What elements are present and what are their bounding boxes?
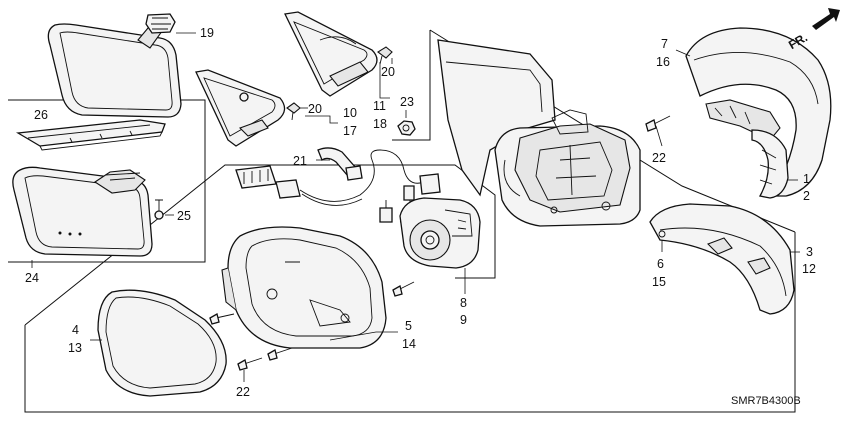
callout-24: 24 (25, 271, 39, 285)
part-wire-harness (235, 147, 441, 223)
callout-10: 10 (343, 106, 357, 120)
callout-16: 16 (656, 55, 670, 69)
part-cover-strip (751, 129, 789, 199)
part-nut (397, 120, 416, 136)
callout-7: 7 (661, 37, 668, 51)
callout-25: 25 (177, 209, 191, 223)
callout-22b: 22 (236, 385, 250, 399)
part-actuator (399, 197, 481, 269)
callout-17: 17 (343, 124, 357, 138)
catalog-code: SMR7B4300B (731, 395, 801, 407)
callout-4: 4 (72, 323, 79, 337)
part-screws (209, 115, 671, 371)
part-mirror-holder (221, 226, 387, 349)
callout-23: 23 (400, 95, 414, 109)
callout-1: 1 (803, 172, 810, 186)
callout-3: 3 (806, 245, 813, 259)
direction-arrow-icon (812, 8, 840, 30)
callout-20a: 20 (381, 65, 395, 79)
callout-5: 5 (405, 319, 412, 333)
callout-26: 26 (34, 108, 48, 122)
callout-15: 15 (652, 275, 666, 289)
part-lower-cover (649, 203, 795, 315)
part-rearview-mirror-top (47, 13, 182, 118)
callout-21: 21 (293, 154, 307, 168)
callout-13: 13 (68, 341, 82, 355)
callout-18: 18 (373, 117, 387, 131)
callout-22a: 22 (652, 151, 666, 165)
frame-housing-link (392, 30, 431, 141)
part-upper-cover (685, 27, 832, 197)
part-cover-bar (15, 119, 166, 151)
part-clips-20 (286, 46, 393, 121)
part-corner-garnish-large (284, 11, 378, 97)
part-mirror-housing (437, 39, 641, 227)
part-rearview-mirror-lower (12, 166, 164, 257)
frame-main-bottom (24, 232, 796, 413)
callout-11: 11 (373, 99, 386, 113)
part-mirror-glass (97, 289, 227, 397)
callout-2: 2 (803, 189, 810, 203)
callout-19: 19 (200, 26, 214, 40)
leader-lines (31, 32, 800, 382)
callout-12: 12 (802, 262, 816, 276)
callout-20b: 20 (308, 102, 322, 116)
callout-8: 8 (460, 296, 467, 310)
callout-6: 6 (657, 257, 664, 271)
callout-9: 9 (460, 313, 467, 327)
callout-14: 14 (402, 337, 416, 351)
part-corner-garnish-small (195, 69, 286, 147)
